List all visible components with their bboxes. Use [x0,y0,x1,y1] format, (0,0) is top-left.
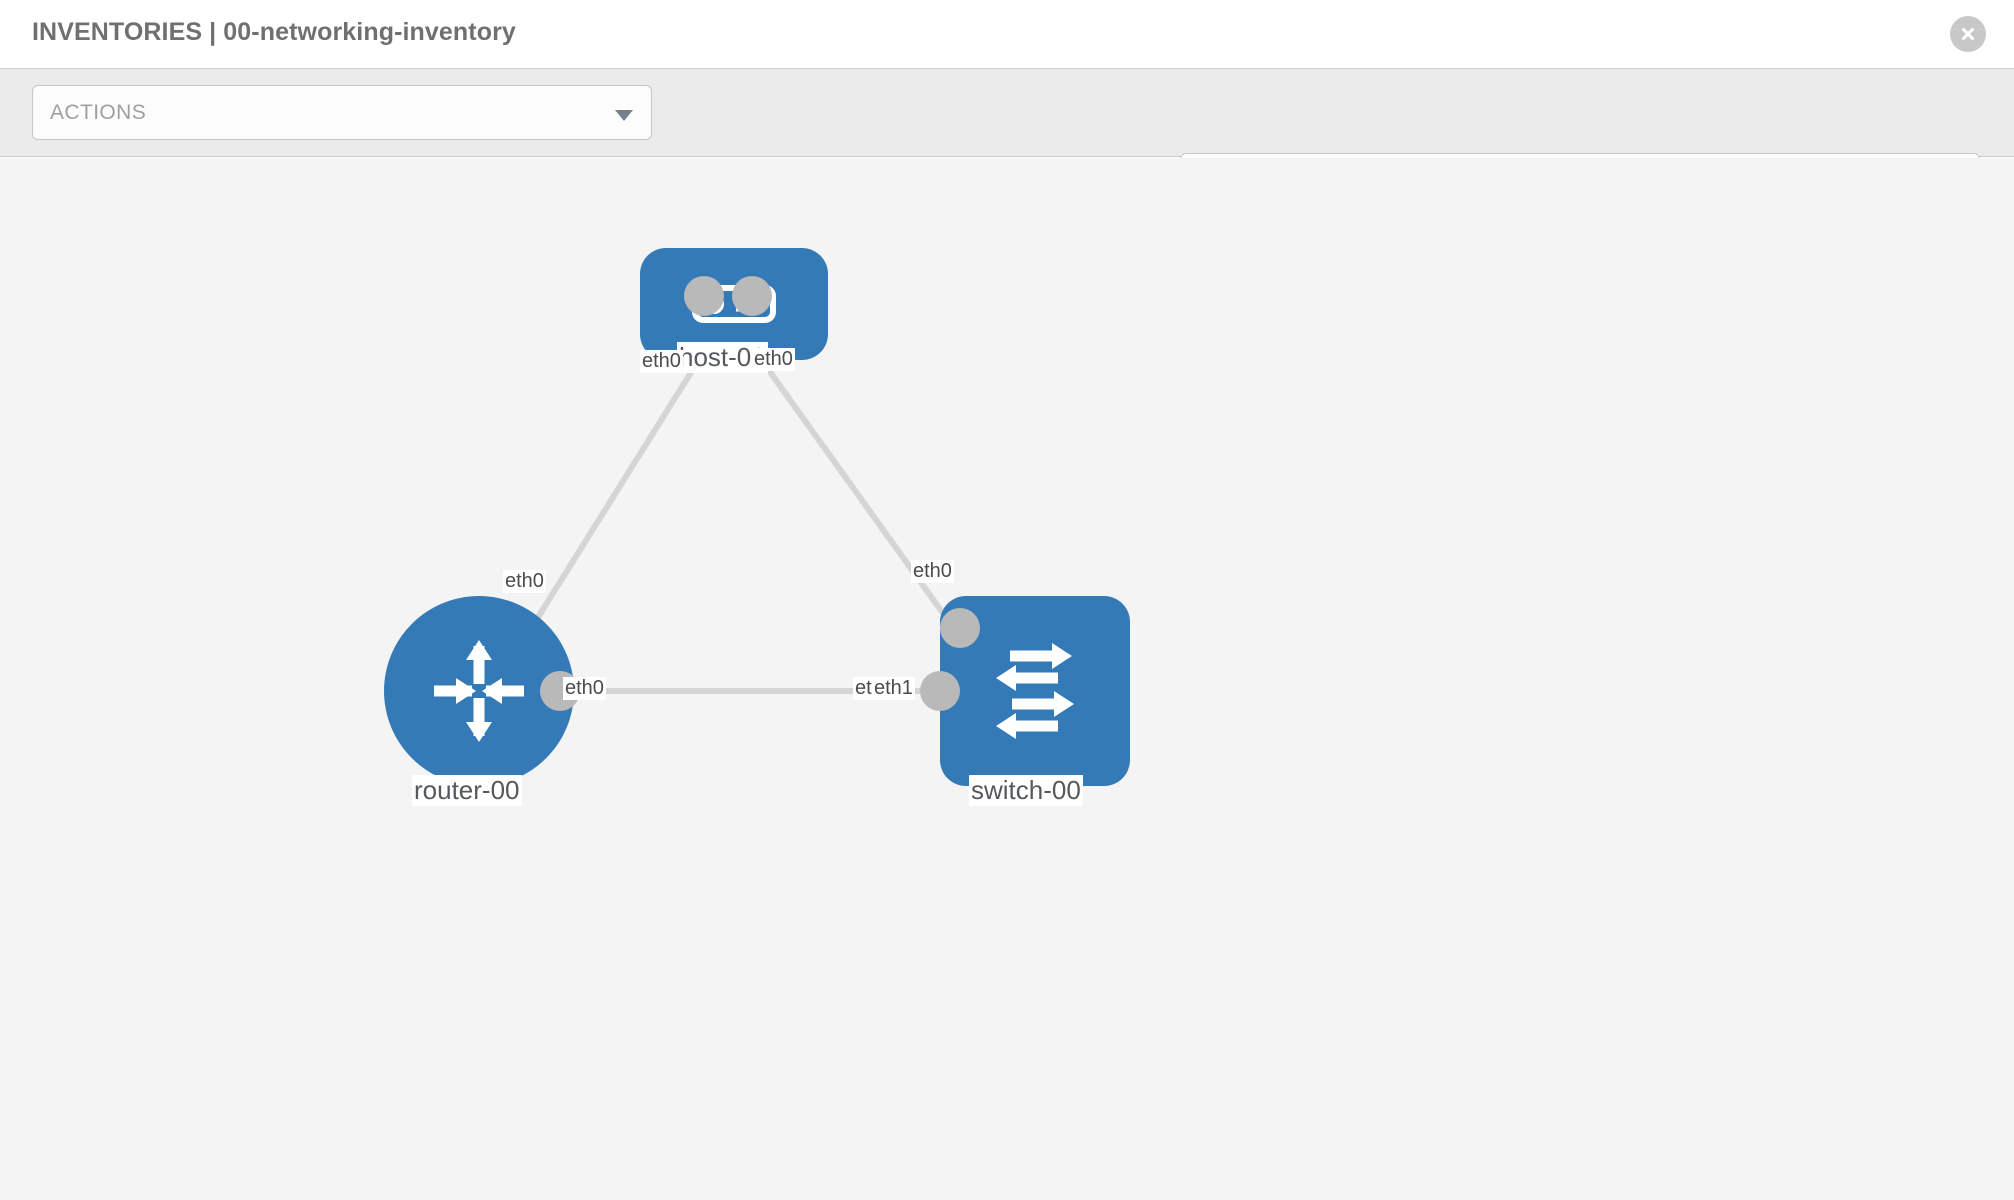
connector-switch-00-eth1[interactable] [920,671,960,711]
edge-label-switch-00-eth0-uplink: eth0 [911,560,954,583]
topology-canvas[interactable]: host-00 router-00 [0,158,2014,1200]
chevron-down-icon [615,110,633,121]
node-label-switch-00: switch-00 [969,775,1083,806]
toolbar: ACTIONS SEARCH [0,68,2014,208]
page-title: INVENTORIES | 00-networking-inventory [32,18,516,46]
close-icon[interactable] [1950,16,1986,52]
switch-icon [996,643,1074,739]
connector-switch-00-eth0[interactable] [940,608,980,648]
page-header: INVENTORIES | 00-networking-inventory [0,0,2014,68]
actions-dropdown-label: ACTIONS [50,101,147,124]
connector-host-00-eth0-right[interactable] [732,276,772,316]
router-icon [434,640,524,742]
edge-label-router-00-eth0: eth0 [563,677,606,700]
actions-dropdown[interactable]: ACTIONS [32,85,652,140]
edge-label-host-00-eth0-right: eth0 [752,348,795,371]
node-label-router-00: router-00 [412,775,522,806]
edge-label-switch-00-eth1: eth1 [872,677,915,700]
edge-label-router-00-eth0-uplink: eth0 [503,570,546,593]
edge-label-host-00-eth0-left: eth0 [640,350,683,373]
connector-host-00-eth0-left[interactable] [684,276,724,316]
